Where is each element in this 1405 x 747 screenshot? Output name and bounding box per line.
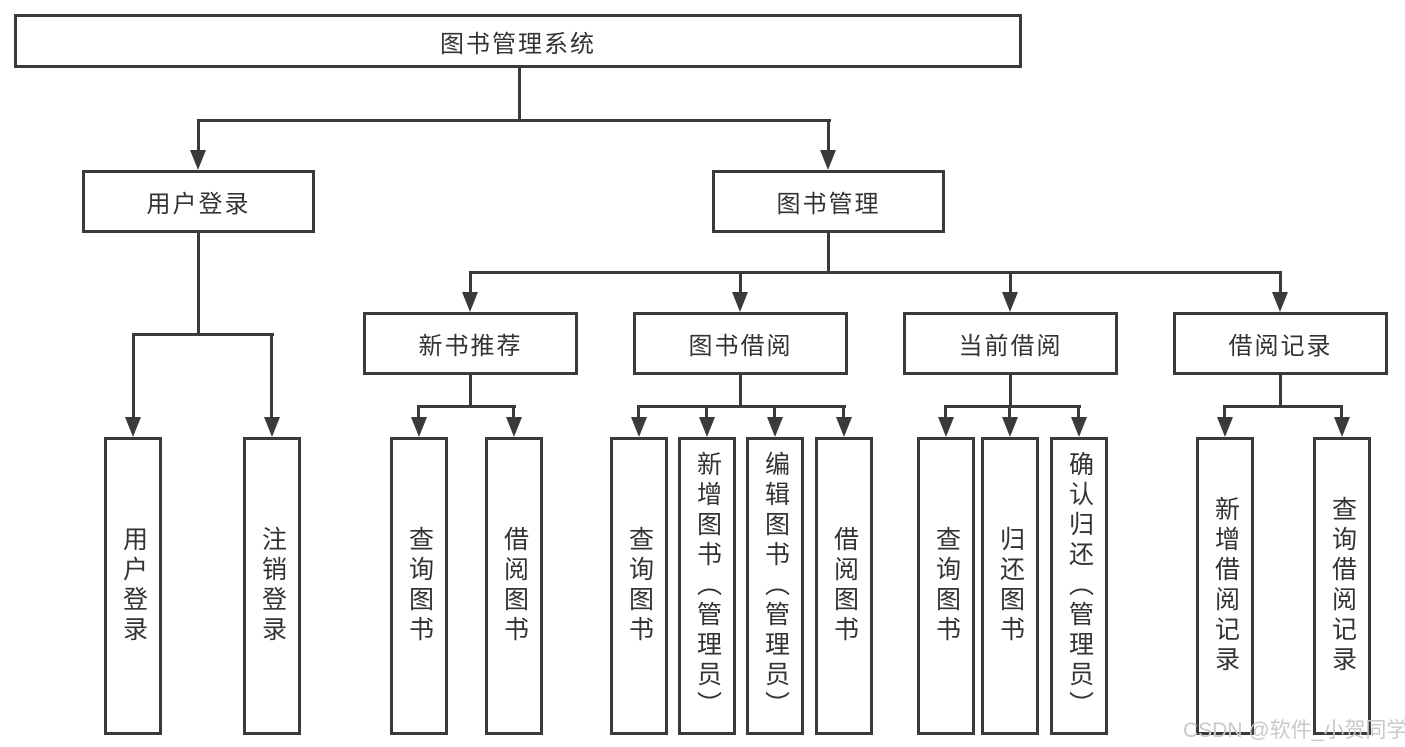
connector-records-bar <box>1223 405 1343 408</box>
connector-records-drop-1 <box>1223 405 1226 420</box>
leaf-query-borrow-record: 查询借阅记录 <box>1313 437 1371 735</box>
connector-current-bar <box>944 405 1081 408</box>
connector-root-stem <box>518 68 521 122</box>
connector-userlogin-drop-1 <box>132 333 135 419</box>
leaf-confirm-return-admin: 确认归还（管理员） <box>1050 437 1108 735</box>
arrow-down-icon <box>1002 417 1018 437</box>
arrow-down-icon <box>699 417 715 437</box>
connector-records-drop-2 <box>1340 405 1343 420</box>
connector-bookmgmt-drop-2 <box>739 271 742 295</box>
node-book-borrowing: 图书借阅 <box>633 312 848 375</box>
connector-borrowing-bar <box>637 405 846 408</box>
leaf-query-books-current: 查询图书 <box>917 437 975 735</box>
arrow-down-icon <box>1334 417 1350 437</box>
connector-recommend-drop-2 <box>512 405 515 420</box>
leaf-return-books: 归还图书 <box>981 437 1039 735</box>
connector-current-drop-3 <box>1077 405 1080 420</box>
leaf-add-borrow-record: 新增借阅记录 <box>1196 437 1254 735</box>
arrow-down-icon <box>411 417 427 437</box>
connector-bookmgmt-drop-1 <box>469 271 472 295</box>
connector-recommend-drop-1 <box>417 405 420 420</box>
connector-userlogin-drop-2 <box>270 333 273 419</box>
connector-recommend-stem <box>469 375 472 408</box>
arrow-down-icon <box>1217 417 1233 437</box>
arrow-down-icon <box>125 417 141 437</box>
connector-root-drop-left <box>197 119 200 152</box>
leaf-query-books-borrowing: 查询图书 <box>610 437 668 735</box>
connector-bookmgmt-stem <box>827 233 830 274</box>
leaf-query-books-recommend: 查询图书 <box>390 437 448 735</box>
arrow-down-icon <box>732 292 748 312</box>
leaf-borrow-books-borrowing: 借阅图书 <box>815 437 873 735</box>
arrow-down-icon <box>820 150 836 170</box>
node-library-system: 图书管理系统 <box>14 14 1022 68</box>
watermark: CSDN @软件_小贺同学 <box>1183 719 1405 742</box>
node-user-login: 用户登录 <box>82 170 315 233</box>
arrow-down-icon <box>462 292 478 312</box>
connector-borrowing-drop-2 <box>705 405 708 420</box>
connector-borrowing-drop-4 <box>842 405 845 420</box>
connector-bookmgmt-drop-3 <box>1009 271 1012 295</box>
arrow-down-icon <box>836 417 852 437</box>
arrow-down-icon <box>264 417 280 437</box>
connector-userlogin-stem <box>197 233 200 336</box>
arrow-down-icon <box>190 150 206 170</box>
leaf-logout: 注销登录 <box>243 437 301 735</box>
arrow-down-icon <box>767 417 783 437</box>
node-current-borrowing: 当前借阅 <box>903 312 1118 375</box>
arrow-down-icon <box>506 417 522 437</box>
connector-current-drop-1 <box>944 405 947 420</box>
connector-records-stem <box>1279 375 1282 408</box>
connector-bookmgmt-drop-4 <box>1279 271 1282 295</box>
node-borrowing-records: 借阅记录 <box>1173 312 1388 375</box>
connector-borrowing-stem <box>739 375 742 408</box>
arrow-down-icon <box>631 417 647 437</box>
leaf-user-login: 用户登录 <box>104 437 162 735</box>
connector-borrowing-drop-3 <box>773 405 776 420</box>
connector-root-drop-right <box>827 119 830 152</box>
node-book-management: 图书管理 <box>712 170 945 233</box>
connector-userlogin-bar <box>132 333 274 336</box>
arrow-down-icon <box>1002 292 1018 312</box>
arrow-down-icon <box>938 417 954 437</box>
leaf-borrow-books-recommend: 借阅图书 <box>485 437 543 735</box>
connector-current-stem <box>1009 375 1012 408</box>
connector-root-bar <box>197 119 831 122</box>
connector-current-drop-2 <box>1008 405 1011 420</box>
connector-borrowing-drop-1 <box>637 405 640 420</box>
arrow-down-icon <box>1071 417 1087 437</box>
node-new-book-recommend: 新书推荐 <box>363 312 578 375</box>
connector-bookmgmt-bar <box>469 271 1282 274</box>
leaf-add-book-admin: 新增图书（管理员） <box>678 437 736 735</box>
connector-recommend-bar <box>417 405 516 408</box>
arrow-down-icon <box>1272 292 1288 312</box>
leaf-edit-book-admin: 编辑图书（管理员） <box>746 437 804 735</box>
